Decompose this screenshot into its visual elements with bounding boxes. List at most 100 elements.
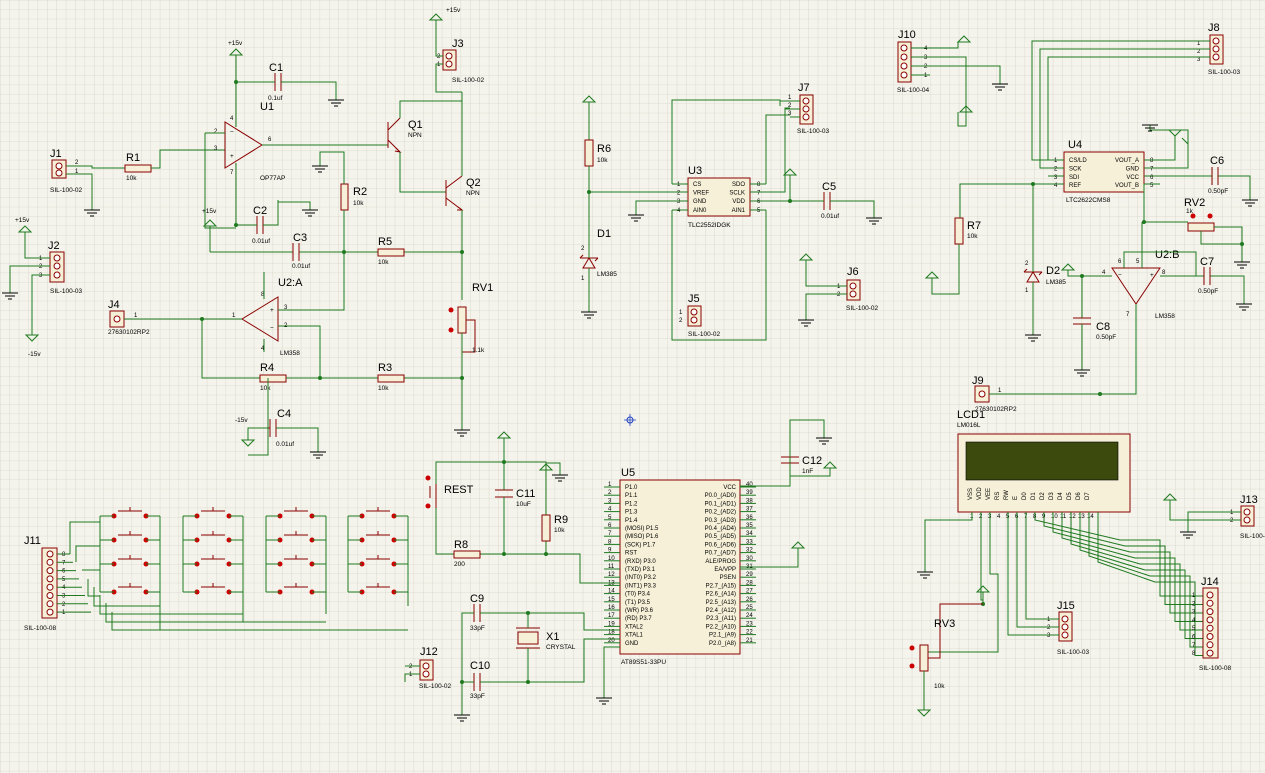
svg-text:3: 3: [214, 146, 218, 152]
rv3-ref: RV3: [934, 618, 955, 630]
r4-value: 10k: [260, 385, 271, 392]
potentiometer-rv2[interactable]: RV2 1k: [1184, 197, 1215, 232]
u5-pin-number: 19: [608, 621, 615, 627]
u5-pin-number: 35: [746, 523, 753, 529]
j8-ref: J8: [1208, 22, 1220, 34]
resistor-r6[interactable]: R6 10k: [584, 139, 611, 167]
u5-pin-name: P1.1: [625, 493, 638, 499]
u5-pin-number: 28: [746, 580, 753, 586]
rv2-value: 1k: [1186, 208, 1194, 215]
svg-text:2: 2: [214, 129, 218, 135]
capacitor-c7[interactable]: C7 0.50pF: [1198, 256, 1218, 295]
u5-pin-name: P0.1_(AD1): [705, 501, 736, 507]
ic-pin-name: GND: [693, 199, 707, 205]
resistor-r9[interactable]: R9 10k: [541, 514, 568, 542]
connector-j9[interactable]: J9 27630102RP2 1: [972, 375, 1017, 413]
keypad-switch[interactable]: [111, 507, 149, 519]
resistor-r3[interactable]: R3 10k: [377, 362, 405, 392]
ic-pin-name: VOUT_B: [1115, 183, 1139, 189]
keypad-switch[interactable]: [194, 507, 232, 519]
c10-value: 33pF: [470, 693, 485, 700]
connector-j2[interactable]: J2 SIL-100-03 123: [39, 240, 83, 295]
potentiometer-rv1[interactable]: RV1 1.1k: [448, 282, 494, 354]
keypad-switch[interactable]: [194, 555, 232, 567]
connector-j12[interactable]: J12 SIL-100-02 21: [409, 646, 452, 690]
connector-j1[interactable]: J1 SIL-100-02 21: [50, 148, 83, 194]
svg-text:1: 1: [1025, 288, 1029, 294]
connector-j6[interactable]: J6 SIL-100-02 12: [837, 266, 879, 312]
svg-text:5: 5: [1136, 259, 1140, 265]
svg-text:2: 2: [1047, 625, 1051, 631]
opamp-u1[interactable]: U1 OP77AP −+ 4 6 2 3 7: [214, 101, 285, 182]
c5-value: 0.01uf: [821, 213, 839, 220]
reset-button-rest[interactable]: REST: [425, 475, 474, 509]
svg-text:2: 2: [1025, 261, 1029, 267]
lcd-lcd1[interactable]: LCD1 LM016L VSS1VDD2VEE3RS4RW5E6D07D18D2…: [957, 409, 1131, 520]
svg-text:1: 1: [62, 610, 66, 616]
ic-pin-number: 4: [677, 208, 681, 214]
svg-text:2: 2: [1230, 518, 1234, 524]
connector-j8[interactable]: J8 SIL-100-03 123: [1197, 22, 1241, 76]
c9-value: 33pF: [470, 625, 485, 632]
j3-supply-label: +15v: [446, 7, 461, 14]
u5-pin-name: P2.1_(A9): [709, 633, 736, 639]
u5-pin-name: (T1) P3.5: [625, 600, 651, 606]
keypad-switch[interactable]: [194, 583, 232, 595]
r8-value: 200: [454, 561, 465, 568]
q2-ref: Q2: [466, 177, 481, 189]
resistor-r8[interactable]: R8 200: [453, 539, 481, 568]
lcd-pin-number: 12: [1069, 514, 1076, 520]
svg-text:7: 7: [1126, 312, 1130, 318]
svg-text:1: 1: [409, 672, 413, 678]
q1-type: NPN: [408, 132, 422, 139]
connector-j3[interactable]: J3 SIL-100-02 21: [437, 38, 485, 84]
svg-text:1: 1: [924, 73, 928, 79]
lcd-pin-name: RW: [1004, 490, 1010, 500]
lcd-pin-name: D6: [1076, 492, 1082, 500]
ic-pin-name: GND: [1126, 166, 1140, 172]
r5-value: 10k: [378, 259, 389, 266]
c9-ref: C9: [470, 593, 484, 605]
keypad-switch[interactable]: [359, 555, 397, 567]
u5-pin-number: 20: [608, 638, 615, 644]
u5-pin-name: P1.2: [625, 501, 638, 507]
resistor-r2[interactable]: R2 10k: [340, 183, 367, 211]
x1-ref: X1: [546, 631, 559, 643]
potentiometer-rv3[interactable]: RV3 10k: [909, 603, 984, 690]
connector-j15[interactable]: J15 SIL-100-03 123: [1047, 600, 1090, 656]
connector-j13[interactable]: J13 SIL-100-02 12: [1230, 494, 1265, 540]
u5-pin-number: 15: [608, 597, 615, 603]
connector-j4[interactable]: J4 27630102RP2 1: [108, 299, 150, 336]
transistor-q1[interactable]: Q1 NPN: [387, 117, 423, 153]
ic-pin-name: SCLK: [729, 191, 745, 197]
c12-ref: C12: [802, 455, 822, 467]
crystal-x1[interactable]: X1 CRYSTAL: [516, 627, 576, 651]
c4-supply-label: -15v: [235, 417, 248, 424]
u3-type: TLC2552IDGK: [688, 222, 731, 229]
c7-value: 0.50pF: [1198, 288, 1218, 295]
u5-pin-name: P0.6_(AD6): [705, 542, 736, 548]
r7-value: 10k: [967, 233, 978, 240]
capacitor-c3[interactable]: C3 0.01uf: [292, 232, 310, 270]
j11-ref: J11: [24, 535, 41, 547]
capacitor-c4[interactable]: C4 0.01uf: [268, 408, 294, 448]
opamp-u2a[interactable]: U2:A LM358 +− 8 3 1 2 4: [232, 277, 303, 357]
connector-j7[interactable]: J7 SIL-100-03 123: [788, 82, 830, 135]
capacitor-c11[interactable]: C11 10uF: [495, 488, 535, 508]
resistor-r5[interactable]: R5 10k: [377, 236, 405, 266]
j5-type: SIL-100-02: [688, 331, 721, 338]
u5-pin-name: P1.4: [625, 518, 638, 524]
svg-text:3: 3: [39, 273, 43, 279]
u5-pin-number: 4: [608, 507, 612, 513]
capacitor-c6[interactable]: C6 0.50pF: [1208, 155, 1228, 195]
schematic-content: J1 SIL-100-02 21 R1 10k J2 SIL-100-03 12…: [2, 7, 1265, 722]
ic-pin-name: SCK: [1069, 166, 1081, 172]
connector-j5[interactable]: J5 SIL-100-02 12: [679, 293, 721, 338]
